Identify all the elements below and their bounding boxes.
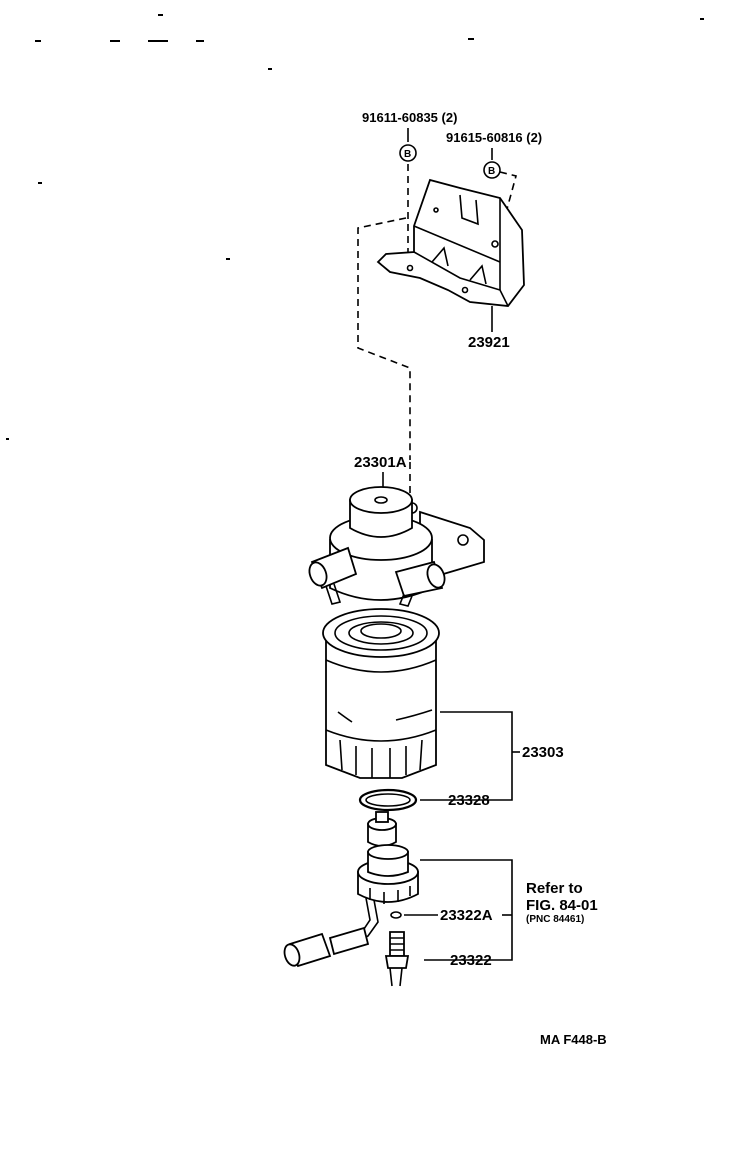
sensor-23322 <box>384 931 410 987</box>
sensor-23322-label: 23322 <box>450 952 492 969</box>
bracket-23921 <box>376 178 525 307</box>
bolt-91611-label: 91611-60835 (2) <box>362 110 457 125</box>
mounting-dashed-guide <box>357 217 411 460</box>
filter-element-bracket-line <box>420 711 513 801</box>
refer-note-line3: (PNC 84461) <box>526 914 584 925</box>
filter-element-23303-label: 23303 <box>522 744 564 761</box>
filter-head-23301A-label: 23301A <box>354 454 407 471</box>
bolt-a-marker: B <box>399 144 417 162</box>
refer-note-line2: FIG. 84-01 <box>526 897 598 914</box>
gasket-23328-label: 23328 <box>448 792 490 809</box>
figure-code: MA F448-B <box>540 1032 607 1047</box>
float-piece <box>367 811 397 847</box>
bolt-91615-label: 91615-60816 (2) <box>446 130 542 145</box>
sensor-housing <box>283 844 419 968</box>
scan-specks <box>6 14 704 440</box>
bracket-23921-label: 23921 <box>468 334 510 351</box>
svg-text:B: B <box>488 166 495 177</box>
svg-text:B: B <box>404 149 411 160</box>
svg-text:91615-60816 (2): 91615-60816 (2) <box>446 130 542 145</box>
refer-note-line1: Refer to <box>526 880 583 897</box>
filter-head-23301A <box>308 486 485 607</box>
sensor-bracket-line <box>420 859 513 961</box>
oring-23322A <box>390 911 402 919</box>
bolt-b-marker: B <box>483 161 501 179</box>
bolt-b-dashed-guide <box>499 171 517 221</box>
filter-element-23303 <box>322 608 440 779</box>
gasket-23328 <box>358 788 418 812</box>
oring-23322A-label: 23322A <box>440 907 493 924</box>
svg-text:91611-60835 (2): 91611-60835 (2) <box>362 110 457 125</box>
